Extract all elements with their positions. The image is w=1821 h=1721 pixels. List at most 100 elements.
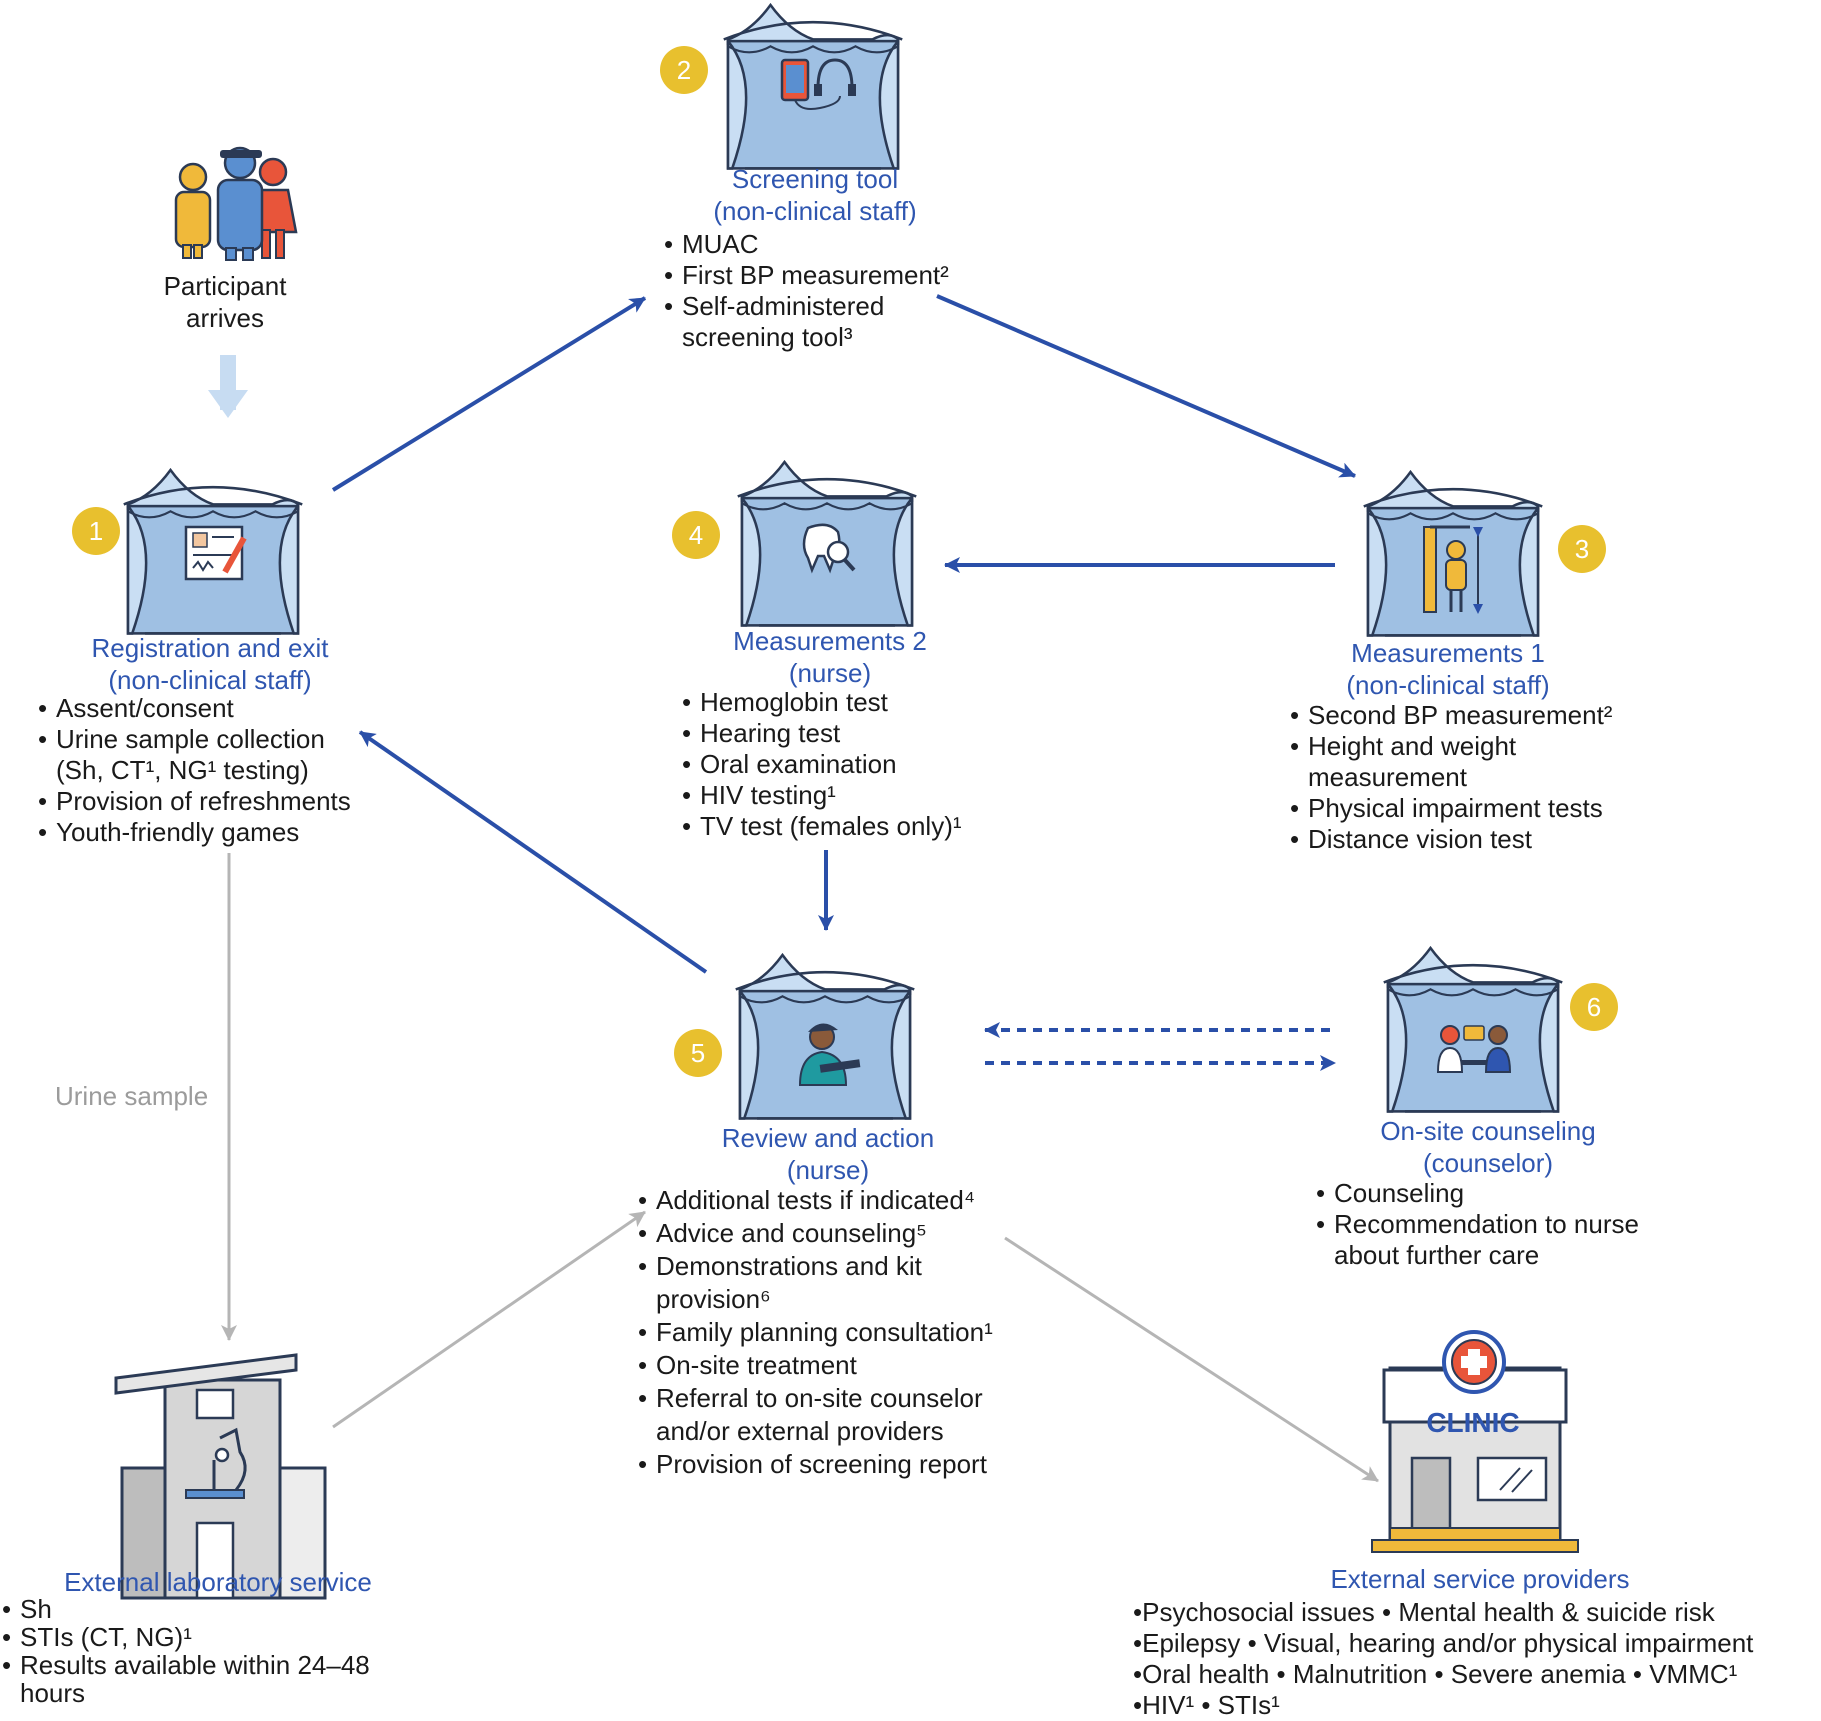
station-5-title-line1: Review and action — [721, 1123, 935, 1153]
list-item: Counseling — [1314, 1178, 1639, 1209]
external-line: Epilepsy • Visual, hearing and/or physic… — [1133, 1628, 1753, 1659]
list-item-text: measurement — [1308, 762, 1467, 792]
list-item: Hearing test — [680, 718, 962, 749]
arrow-lab-to-5 — [332, 1210, 646, 1429]
arrow-5-to-1 — [358, 730, 708, 974]
station-1-title-line2: (non-clinical staff) — [108, 665, 312, 695]
list-item-text: about further care — [1334, 1240, 1540, 1270]
list-item-continuation: and/or external providers — [636, 1415, 993, 1448]
list-item: Recommendation to nurse — [1314, 1209, 1639, 1240]
list-item: Advice and counseling⁵ — [636, 1217, 993, 1250]
list-item-text: provision⁶ — [656, 1284, 771, 1314]
nurse-tablet-icon — [798, 1023, 861, 1086]
lab-list: Sh STIs (CT, NG)¹ Results available with… — [0, 1595, 370, 1707]
station-2-list: MUAC First BP measurement² Self-administ… — [662, 229, 949, 353]
list-item: Oral examination — [680, 749, 962, 780]
station-5-title-line2: (nurse) — [786, 1155, 870, 1185]
list-item: Distance vision test — [1288, 824, 1612, 855]
arrow-5-to-clinic — [1004, 1236, 1379, 1483]
station-4-title: Measurements 2 (nurse) — [680, 625, 980, 689]
station-2-title: Screening tool (non-clinical staff) — [665, 163, 965, 227]
list-item: Hemoglobin test — [680, 687, 962, 718]
list-item: Urine sample collection — [36, 724, 351, 755]
station-6-title-line1: On-site counseling — [1380, 1116, 1596, 1146]
list-item: Sh — [0, 1595, 370, 1623]
tooth-magnifier-icon — [802, 523, 856, 574]
list-item-continuation: about further care — [1314, 1240, 1639, 1271]
clinic-building-icon: CLINIC — [1371, 1330, 1579, 1553]
external-line: Psychosocial issues • Mental health & su… — [1133, 1597, 1753, 1628]
station-3-title: Measurements 1 (non-clinical staff) — [1298, 637, 1598, 701]
list-item: Self-administered — [662, 291, 949, 322]
list-item: Additional tests if indicated⁴ — [636, 1184, 993, 1217]
height-scale-icon — [1423, 525, 1483, 614]
list-item: STIs (CT, NG)¹ — [0, 1623, 370, 1651]
station-6-badge: 6 — [1570, 983, 1618, 1031]
arrow-2-to-3 — [936, 294, 1356, 478]
list-item-continuation: provision⁶ — [636, 1283, 993, 1316]
station-3-title-line1: Measurements 1 — [1351, 638, 1545, 668]
station-4-title-line2: (nurse) — [788, 658, 872, 688]
list-item: Assent/consent — [36, 693, 351, 724]
external-line: HIV¹ • STIs¹ — [1133, 1690, 1753, 1721]
list-item-continuation: measurement — [1288, 762, 1612, 793]
clinic-sign-text: CLINIC — [1426, 1407, 1519, 1438]
list-item: Family planning consultation¹ — [636, 1316, 993, 1349]
station-1-badge: 1 — [72, 507, 120, 555]
list-item: TV test (females only)¹ — [680, 811, 962, 842]
tent-2 — [722, 3, 904, 170]
arrow-participant-head — [208, 390, 248, 418]
participant-figures-icon — [174, 146, 298, 261]
list-item: Demonstrations and kit — [636, 1250, 993, 1283]
list-item-continuation: screening tool³ — [662, 322, 949, 353]
station-6-list: Counseling Recommendation to nurse about… — [1314, 1178, 1639, 1271]
lab-title: External laboratory service — [64, 1567, 372, 1597]
station-4-badge: 4 — [672, 511, 720, 559]
external-list: Psychosocial issues • Mental health & su… — [1133, 1597, 1753, 1721]
list-item: Provision of screening report — [636, 1448, 993, 1481]
tablet-headphones-icon — [780, 58, 856, 110]
list-item: Referral to on-site counselor — [636, 1382, 993, 1415]
list-item-text: hours — [20, 1678, 86, 1708]
arrow-1-to-2 — [331, 296, 647, 492]
station-5-list: Additional tests if indicated⁴ Advice an… — [636, 1184, 993, 1481]
station-3-title-line2: (non-clinical staff) — [1346, 670, 1550, 700]
participant-label-line1: Participant — [163, 271, 287, 301]
list-item: Results available within 24–48 — [0, 1651, 370, 1679]
list-item: HIV testing¹ — [680, 780, 962, 811]
list-item: Height and weight — [1288, 731, 1612, 762]
list-item-continuation: hours — [0, 1679, 370, 1707]
station-4-list: Hemoglobin test Hearing test Oral examin… — [680, 687, 962, 842]
station-5-title: Review and action (nurse) — [678, 1122, 978, 1186]
external-line: Oral health • Malnutrition • Severe anem… — [1133, 1659, 1753, 1690]
list-item: Provision of refreshments — [36, 786, 351, 817]
station-2-title-line1: Screening tool — [731, 164, 899, 194]
list-item: First BP measurement² — [662, 260, 949, 291]
participant-label: Participant arrives — [150, 270, 300, 334]
urine-sample-label: Urine sample — [55, 1081, 209, 1111]
registration-form-icon — [184, 525, 247, 581]
external-title: External service providers — [1330, 1564, 1630, 1594]
station-1-title: Registration and exit (non-clinical staf… — [60, 632, 360, 696]
station-3-badge: 3 — [1558, 525, 1606, 573]
laboratory-building-icon — [114, 1353, 327, 1600]
list-item-text: (Sh, CT¹, NG¹ testing) — [56, 755, 309, 785]
station-1-title-line1: Registration and exit — [91, 633, 329, 663]
counseling-icon — [1436, 1025, 1512, 1073]
station-1-list: Assent/consent Urine sample collection (… — [36, 693, 351, 848]
station-2-title-line2: (non-clinical staff) — [713, 196, 917, 226]
list-item: Youth-friendly games — [36, 817, 351, 848]
participant-label-line2: arrives — [185, 303, 264, 333]
station-5-badge: 5 — [674, 1029, 722, 1077]
list-item: Physical impairment tests — [1288, 793, 1612, 824]
station-2-badge: 2 — [660, 46, 708, 94]
list-item: MUAC — [662, 229, 949, 260]
list-item-text: screening tool³ — [682, 322, 853, 352]
station-4-title-line1: Measurements 2 — [733, 626, 927, 656]
list-item: Second BP measurement² — [1288, 700, 1612, 731]
station-6-title: On-site counseling (counselor) — [1338, 1115, 1638, 1179]
station-6-title-line2: (counselor) — [1422, 1148, 1554, 1178]
list-item-text: and/or external providers — [656, 1416, 944, 1446]
station-3-list: Second BP measurement² Height and weight… — [1288, 700, 1612, 855]
